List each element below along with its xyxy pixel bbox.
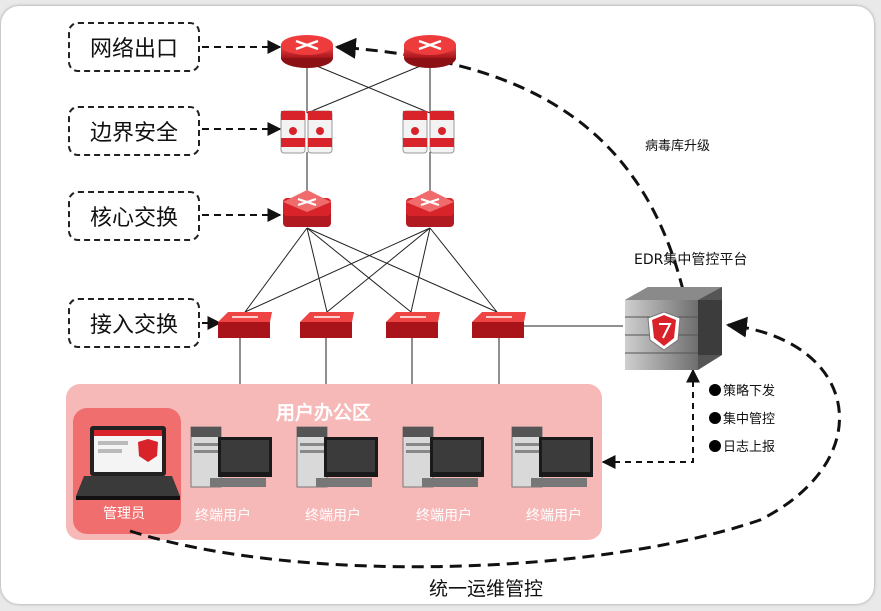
firewall-icon bbox=[402, 110, 455, 154]
terminal-user-label: 终端用户 bbox=[305, 508, 361, 524]
bullet-dot bbox=[709, 411, 721, 424]
router-icon bbox=[281, 35, 333, 68]
desktop-pc-icon bbox=[296, 426, 378, 488]
edr-function-item: 日志上报 bbox=[709, 436, 775, 455]
terminal-user-label: 终端用户 bbox=[416, 508, 472, 524]
core-switch-icon bbox=[406, 190, 454, 227]
edr-function-item: 策略下发 bbox=[709, 380, 775, 399]
admin-label: 管理员 bbox=[103, 506, 145, 522]
core-switch-icon bbox=[283, 190, 331, 227]
edr-function-label: 集中管控 bbox=[723, 412, 776, 427]
edr-function-label: 日志上报 bbox=[723, 440, 776, 455]
unified-ops-label: 统一运维管控 bbox=[429, 578, 544, 600]
virus-update-label: 病毒库升级 bbox=[645, 139, 711, 154]
access-switch-icon bbox=[472, 312, 526, 338]
shield-icon bbox=[647, 311, 681, 351]
access-switch-icon bbox=[218, 312, 272, 338]
tier-arrows bbox=[202, 40, 282, 330]
desktop-pc-icon bbox=[511, 426, 593, 488]
firewall-icon bbox=[280, 110, 333, 154]
tier-access-switching: 接入交换 bbox=[68, 298, 200, 348]
edr-platform-label: EDR集中管控平台 bbox=[634, 252, 748, 268]
access-switch-icon bbox=[386, 312, 440, 338]
terminal-user-label: 终端用户 bbox=[526, 508, 582, 524]
office-zone-title: 用户办公区 bbox=[276, 402, 372, 424]
network-links bbox=[239, 61, 623, 384]
laptop-icon bbox=[76, 426, 180, 500]
tier-perimeter-security: 边界安全 bbox=[68, 106, 200, 156]
server-rack-icon bbox=[625, 287, 722, 370]
desktop-pc-icon bbox=[402, 426, 484, 488]
terminal-user-label: 终端用户 bbox=[195, 508, 251, 524]
bullet-dot bbox=[709, 383, 721, 396]
router-icon bbox=[404, 35, 456, 68]
access-switch-icon bbox=[300, 312, 354, 338]
policy-link bbox=[601, 368, 700, 469]
edr-function-item: 集中管控 bbox=[709, 408, 775, 427]
tier-core-switching: 核心交换 bbox=[68, 191, 200, 241]
bullet-dot bbox=[709, 439, 721, 452]
tier-internet-exit: 网络出口 bbox=[68, 22, 200, 72]
edr-function-label: 策略下发 bbox=[723, 384, 776, 399]
desktop-pc-icon bbox=[190, 426, 272, 488]
